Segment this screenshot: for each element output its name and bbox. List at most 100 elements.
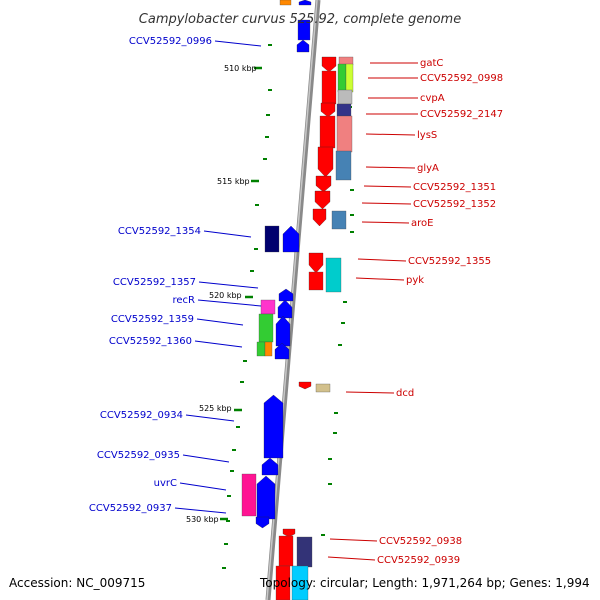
leader-line bbox=[361, 221, 410, 224]
gene-block bbox=[256, 341, 266, 357]
reverse-gene-arrow bbox=[315, 175, 332, 193]
gene-label-reverse: glyA bbox=[417, 163, 439, 174]
leader-line bbox=[179, 482, 227, 491]
reverse-gene-arrow bbox=[317, 146, 334, 178]
gene-label-forward: CCV52592_0935 bbox=[97, 450, 180, 461]
gene-label-forward: uvrC bbox=[154, 478, 177, 489]
leader-line bbox=[203, 230, 252, 238]
reverse-gene-arrow bbox=[255, 516, 270, 529]
genome-title: Campylobacter curvus 525.92, complete ge… bbox=[139, 12, 461, 27]
leader-line bbox=[355, 277, 405, 281]
gene-label-reverse: aroE bbox=[411, 218, 433, 229]
gene-label-forward: CCV52592_1360 bbox=[109, 336, 192, 347]
forward-gene-arrow bbox=[277, 299, 293, 319]
leader-line bbox=[214, 40, 262, 47]
accession-label: Accession: NC_009715 bbox=[9, 576, 145, 590]
gene-label-reverse: lysS bbox=[417, 130, 437, 141]
gene-block bbox=[291, 565, 309, 600]
kbp-label: 515 kbp bbox=[217, 177, 250, 186]
gene-block bbox=[260, 299, 276, 315]
leader-line bbox=[361, 202, 412, 205]
gene-block bbox=[337, 63, 347, 93]
gene-block bbox=[321, 70, 337, 105]
gene-block bbox=[335, 150, 352, 181]
gene-label-reverse: CCV52592_2147 bbox=[420, 109, 503, 120]
kbp-label: 510 kbp bbox=[224, 64, 257, 73]
gene-label-reverse: cvpA bbox=[420, 93, 445, 104]
gene-block bbox=[297, 19, 311, 41]
gene-label-reverse: CCV52592_0938 bbox=[379, 536, 462, 547]
leader-line bbox=[329, 538, 378, 542]
gene-label-reverse: CCV52592_0939 bbox=[377, 555, 460, 566]
gene-label-reverse: gatC bbox=[420, 58, 443, 69]
reverse-gene-arrow bbox=[320, 102, 336, 118]
gene-block bbox=[337, 89, 353, 105]
gene-block bbox=[308, 271, 324, 291]
gene-label-forward: CCV52592_1359 bbox=[111, 314, 194, 325]
reverse-gene-arrow bbox=[321, 56, 337, 73]
reverse-gene-arrow bbox=[314, 190, 331, 210]
gene-label-reverse: dcd bbox=[396, 388, 414, 399]
gene-label-reverse: CCV52592_1352 bbox=[413, 199, 496, 210]
forward-gene-arrow bbox=[298, 0, 312, 6]
leader-line bbox=[194, 340, 243, 348]
leader-line bbox=[197, 299, 262, 307]
leader-line bbox=[198, 281, 259, 289]
leader-line bbox=[185, 414, 235, 422]
reverse-gene-arrow bbox=[308, 252, 324, 274]
gene-labels: CCV52592_0996CCV52592_1354CCV52592_1357r… bbox=[89, 36, 503, 566]
gene-features bbox=[241, 0, 354, 600]
gene-block bbox=[258, 313, 274, 343]
gene-label-forward: CCV52592_1354 bbox=[118, 226, 201, 237]
leader-line bbox=[345, 391, 395, 394]
leader-line bbox=[196, 318, 244, 326]
leader-line bbox=[174, 507, 227, 514]
leader-line bbox=[327, 556, 376, 561]
reverse-gene-arrow bbox=[312, 208, 327, 227]
forward-gene-arrow bbox=[256, 475, 276, 520]
label-leader-lines bbox=[174, 40, 418, 561]
leader-line bbox=[365, 133, 416, 136]
forward-gene-arrow bbox=[296, 39, 310, 53]
forward-gene-arrow bbox=[275, 315, 291, 347]
gene-block bbox=[336, 115, 353, 153]
forward-gene-arrow bbox=[274, 342, 290, 360]
gene-block bbox=[275, 565, 291, 600]
gene-label-reverse: CCV52592_1351 bbox=[413, 182, 496, 193]
forward-gene-arrow bbox=[282, 225, 300, 253]
kbp-label: 525 kbp bbox=[199, 404, 232, 413]
gene-label-forward: CCV52592_0937 bbox=[89, 503, 172, 514]
kbp-labels: 510 kbp 515 kbp 520 kbp 525 kbp 530 kbp bbox=[186, 64, 257, 524]
gene-block bbox=[336, 103, 352, 117]
leader-line bbox=[363, 185, 412, 188]
gene-block bbox=[325, 257, 342, 293]
forward-gene-arrow bbox=[261, 457, 279, 476]
kbp-label: 530 kbp bbox=[186, 515, 219, 524]
gene-label-forward: recR bbox=[173, 295, 196, 306]
gene-block bbox=[264, 341, 273, 357]
gene-label-reverse: CCV52592_0998 bbox=[420, 73, 503, 84]
gene-block bbox=[338, 56, 354, 66]
forward-gene-arrow bbox=[278, 288, 294, 302]
gene-label-forward: CCV52592_1357 bbox=[113, 277, 196, 288]
leader-line bbox=[365, 166, 416, 169]
leader-line bbox=[182, 454, 230, 463]
kbp-label: 520 kbp bbox=[209, 291, 242, 300]
gene-block bbox=[264, 225, 280, 253]
leader-line bbox=[357, 258, 407, 262]
gene-label-forward: CCV52592_0996 bbox=[129, 36, 212, 47]
forward-gene-arrow bbox=[263, 394, 284, 459]
partial-gene-block bbox=[279, 0, 292, 6]
gene-label-forward: CCV52592_0934 bbox=[100, 410, 183, 421]
gene-label-reverse: pyk bbox=[406, 275, 424, 286]
gene-label-reverse: CCV52592_1355 bbox=[408, 256, 491, 267]
gene-block bbox=[278, 535, 294, 567]
gene-block bbox=[331, 210, 347, 230]
gene-block bbox=[241, 473, 257, 517]
gene-block bbox=[345, 63, 354, 93]
gene-block bbox=[315, 383, 331, 393]
reverse-gene-arrow bbox=[282, 528, 296, 538]
gene-block bbox=[319, 115, 336, 149]
reverse-gene-arrow bbox=[298, 381, 312, 390]
